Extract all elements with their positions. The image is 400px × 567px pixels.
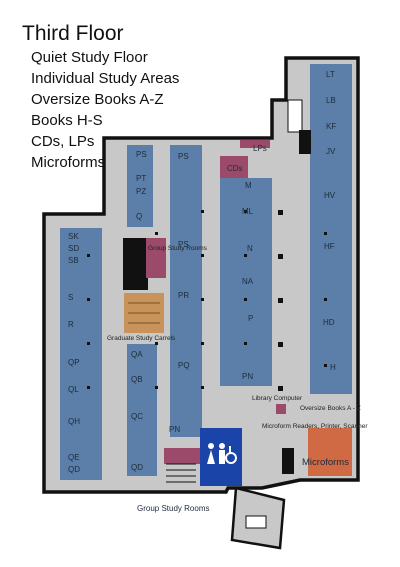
stack-label: Q	[136, 212, 142, 221]
restroom-men-icon	[219, 443, 225, 464]
stack-labels-ps: PS PS PR PQ PN	[169, 152, 190, 434]
microforms-label: Microforms	[302, 457, 349, 468]
group-study-rooms-bottom	[164, 448, 200, 464]
stack-label: PS	[178, 240, 189, 249]
stack-label: QD	[68, 465, 80, 474]
stack-label: N	[247, 244, 253, 253]
stack-label: QA	[131, 350, 143, 359]
stack-labels-q: PS PT PZ Q	[136, 150, 147, 221]
floor-title: Third Floor	[22, 22, 124, 45]
stairs-lower	[166, 463, 196, 483]
stack-label: HD	[323, 318, 335, 327]
group-study-rooms-top	[146, 238, 166, 278]
stack-label: H	[330, 363, 336, 372]
stack-label: PZ	[136, 187, 146, 196]
restroom-women-icon	[207, 443, 215, 464]
lps-label: LPs	[253, 144, 267, 153]
stack-right-column	[310, 64, 352, 394]
group-study-bottom-label: Group Study Rooms	[137, 504, 209, 513]
legend-line-6: Microforms	[31, 154, 106, 171]
stack-label: SK	[68, 232, 79, 241]
legend-line-1: Quiet Study Floor	[31, 49, 148, 66]
group-study-top-label: Group Study Rooms	[148, 245, 208, 252]
stack-ps-column	[170, 145, 202, 437]
stack-label: PT	[136, 174, 146, 183]
stack-labels-qa: QA QB QC QD	[131, 350, 143, 472]
legend-line-2: Individual Study Areas	[31, 70, 180, 87]
microform-equipment-label: Microform Readers, Printer, Scanner	[262, 423, 368, 430]
carrel-dividers	[128, 302, 160, 324]
microform-equipment	[282, 448, 294, 474]
entrance-door	[245, 515, 267, 529]
stack-label: LT	[326, 70, 335, 79]
cds-label: CDs	[227, 164, 243, 173]
stack-label: PN	[242, 372, 253, 381]
stairs-upper	[287, 99, 303, 133]
stack-label: QH	[68, 417, 80, 426]
legend-line-5: CDs, LPs	[31, 133, 95, 150]
computer-pod	[276, 404, 286, 414]
stack-label: R	[68, 320, 74, 329]
stack-label: QL	[68, 385, 79, 394]
cds-room	[220, 156, 248, 178]
stack-label: QD	[131, 463, 143, 472]
stack-label: QE	[68, 453, 80, 462]
elevator-core	[123, 238, 148, 290]
stack-labels-right: LT LB KF JV HV HF HD H	[323, 70, 336, 372]
stack-label: PS	[136, 150, 147, 159]
legend-line-3: Oversize Books A-Z	[31, 91, 164, 108]
stack-labels-m: M ML N NA P PN	[242, 181, 254, 381]
stack-label: PQ	[178, 361, 190, 370]
microforms-room	[308, 428, 352, 476]
lps-shelf	[240, 140, 270, 148]
stack-label: JV	[326, 147, 336, 156]
legend-line-4: Books H-S	[31, 112, 103, 129]
stack-left-column	[60, 228, 102, 480]
stack-qa-column	[127, 344, 157, 476]
stack-label: PS	[178, 152, 189, 161]
stack-label: QC	[131, 412, 143, 421]
stack-label: PN	[169, 425, 180, 434]
stack-label: M	[245, 181, 252, 190]
oversize-label: Oversize Books A - Z	[300, 405, 361, 412]
stack-label: PR	[178, 291, 189, 300]
stack-label: QP	[68, 358, 80, 367]
graduate-carrels-label: Graduate Study Carrels	[107, 335, 176, 342]
stack-label: HF	[324, 242, 335, 251]
stack-label: HV	[324, 191, 336, 200]
stair-core-upper	[299, 130, 311, 154]
stack-label: ML	[242, 207, 254, 216]
stack-labels-left: SK SD SB S R QP QL QH QE QD	[68, 232, 80, 474]
stack-label: KF	[326, 122, 336, 131]
stack-label: LB	[326, 96, 336, 105]
accessible-icon	[225, 446, 237, 464]
library-computer-label: Library Computer	[252, 395, 303, 402]
stack-label: SD	[68, 244, 79, 253]
stack-label: S	[68, 293, 73, 302]
structural-columns	[87, 210, 327, 391]
stack-label: NA	[242, 277, 254, 286]
stack-label: SB	[68, 256, 79, 265]
stack-label: P	[248, 314, 253, 323]
stack-q-column	[127, 145, 153, 227]
stack-label: QB	[131, 375, 143, 384]
